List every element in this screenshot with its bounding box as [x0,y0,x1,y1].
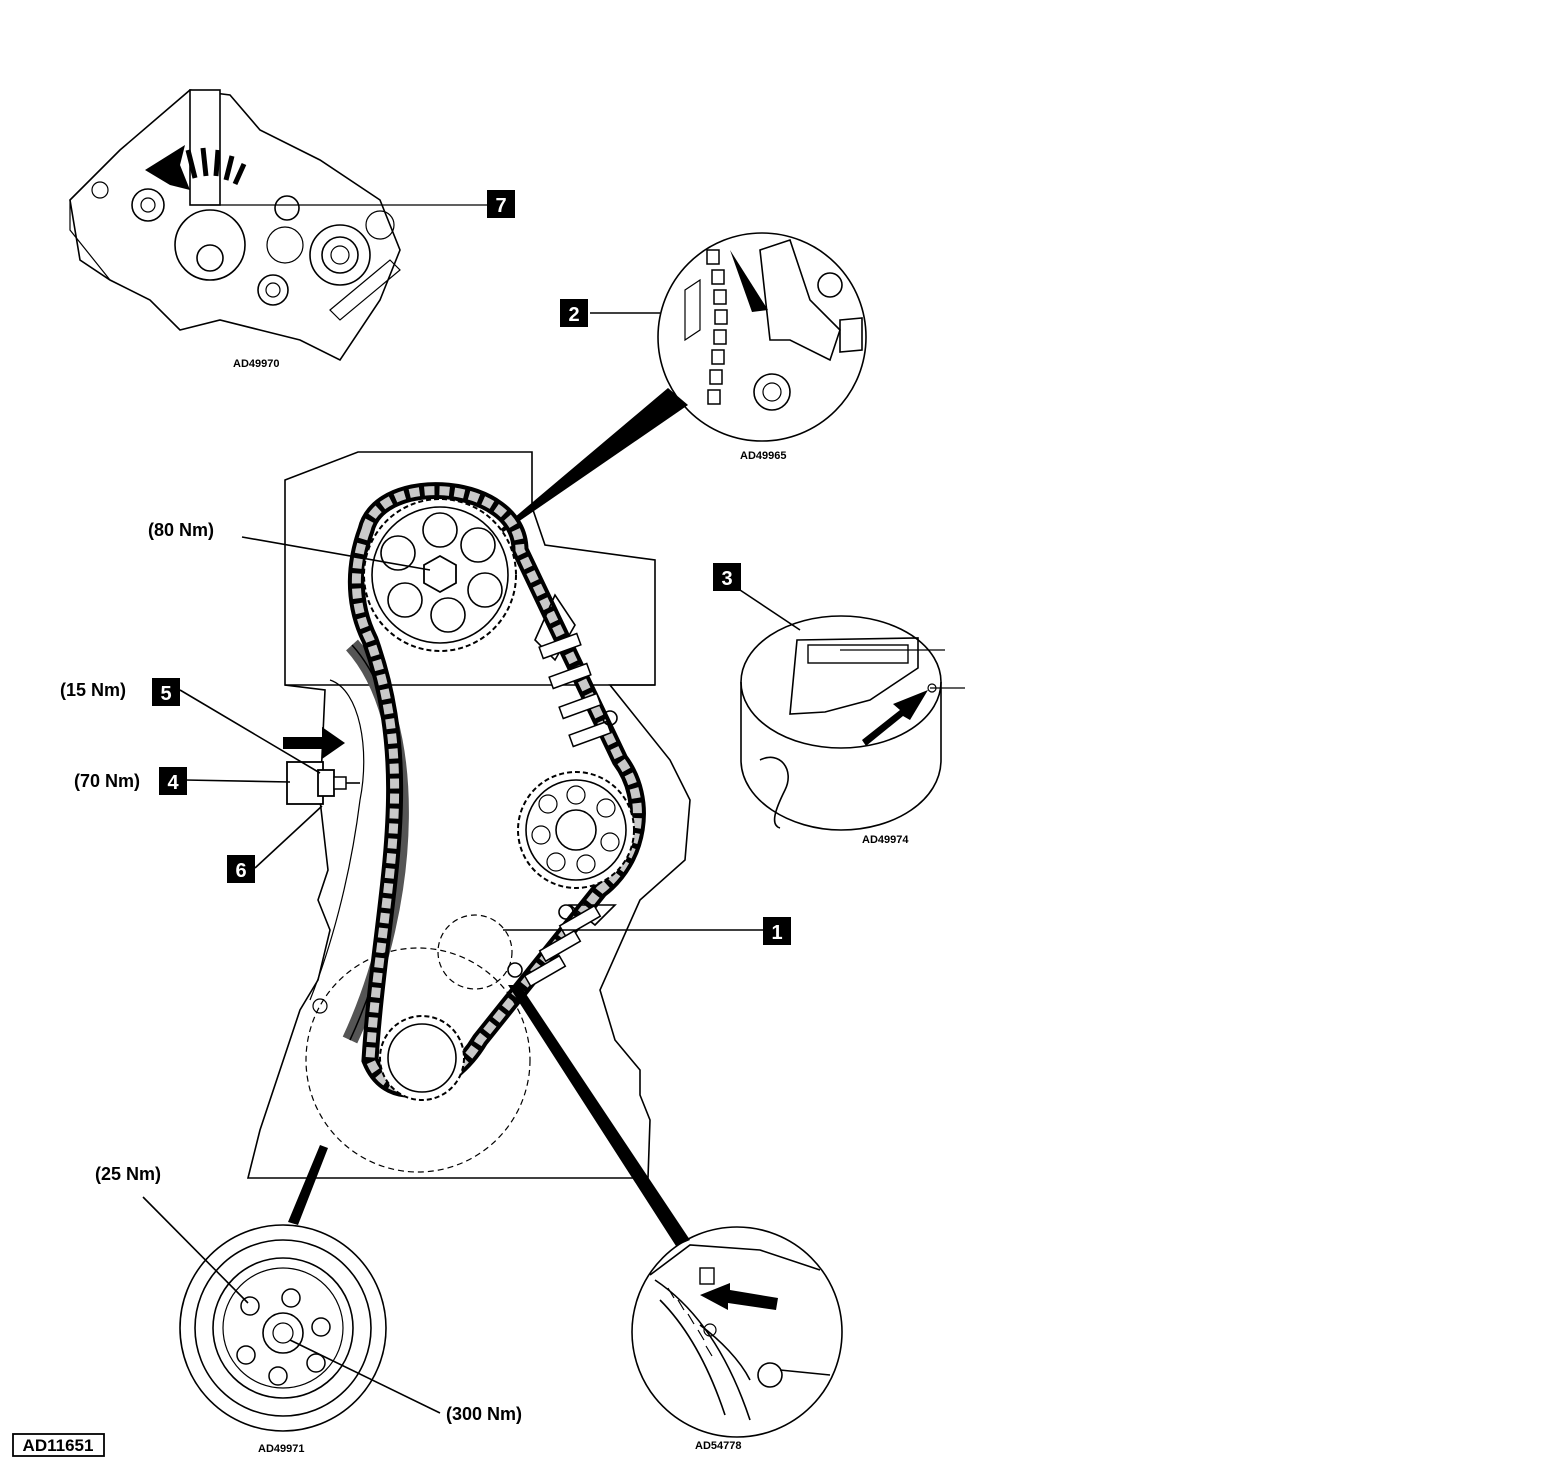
chain-tensioner-guide [437,593,618,990]
alignment-arrow-icon [730,250,768,312]
callout-5: 5 [152,678,180,706]
pulley-detail-leader [288,1145,328,1225]
callout-2: 2 [560,299,588,327]
detail-code-cylinder-head: AD49970 [233,358,279,370]
detail-code-tensioner: AD49974 [862,834,909,846]
callout-6: 6 [227,855,255,883]
torque-pulley-bolts: (25 Nm) [95,1164,161,1184]
svg-text:2: 2 [568,304,579,326]
camshaft-bolt [423,554,457,594]
leader-80nm [241,536,431,571]
leader-4 [184,779,291,783]
leader-5 [179,689,321,774]
camshaft-sprocket [363,498,517,652]
tensioner-arrow-icon [862,690,928,746]
detail-code-crank-pulley: AD49971 [258,1443,304,1455]
callout-1: 1 [763,917,791,945]
tensioner-push-arrow-icon [283,727,345,759]
timing-mark-arrow-icon [700,1283,778,1310]
torque-camshaft-bolt: (80 Nm) [148,520,214,540]
svg-text:AD11651: AD11651 [23,1436,94,1455]
svg-text:1: 1 [771,922,782,944]
svg-text:4: 4 [167,772,179,794]
torque-crank-bolt: (300 Nm) [446,1404,522,1424]
svg-text:7: 7 [495,195,506,217]
tensioner-detail: AD49974 [739,589,965,846]
svg-text:3: 3 [721,568,732,590]
cam-detail-leader [470,388,688,555]
crankshaft-sprocket [305,947,531,1173]
timing-mark-detail: AD54778 [631,1226,843,1452]
svg-text:5: 5 [160,683,171,705]
detail-code-cam-alignment: AD49965 [740,450,786,462]
detail-code-timing-mark: AD54778 [695,1440,741,1452]
rotation-arrow-icon [145,145,190,190]
leader-6 [254,805,323,869]
intermediate-sprocket [517,771,635,889]
engine-front-cover [246,451,691,1179]
callout-7: 7 [487,190,515,218]
crank-pulley-detail: AD49971 [142,1196,441,1455]
cylinder-head-detail: AD49970 [69,89,487,370]
figure-reference: AD11651 [12,1433,105,1457]
hydraulic-tensioner [283,727,360,805]
torque-tensioner-body: (70 Nm) [74,771,140,791]
torque-tensioner-cap: (15 Nm) [60,680,126,700]
callout-3: 3 [713,563,741,591]
callout-4: 4 [159,767,187,795]
timing-detail-leader [508,985,690,1246]
cam-alignment-detail: AD49965 [590,232,867,462]
svg-text:6: 6 [235,860,246,882]
